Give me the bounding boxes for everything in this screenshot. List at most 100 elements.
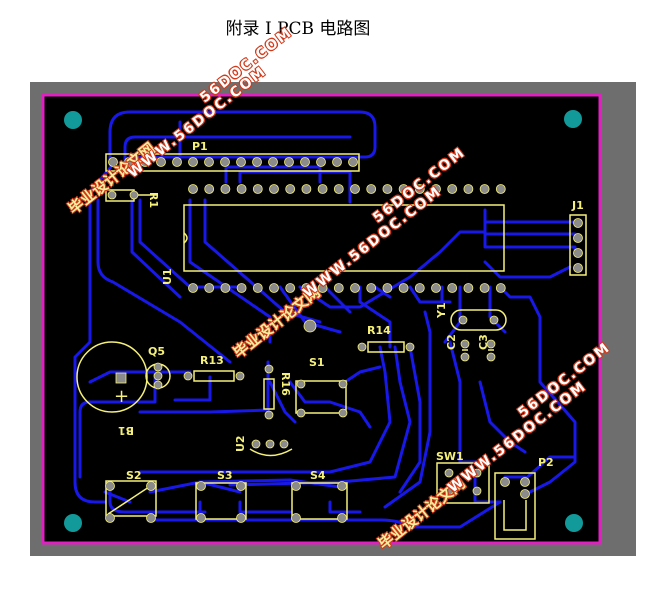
label-s4: S4 [310,469,326,482]
u1-pad [220,283,231,293]
s3-pad [236,481,246,491]
pcb-frame: P1 R1 U1 J1 Q5 R13 R14 R16 S1 Y1 C2 C3 U… [30,24,636,556]
c3-pad [486,339,496,349]
s1-pad [303,319,317,333]
label-r16: R16 [279,372,292,396]
s2-outline [105,480,157,517]
s4-pad [291,513,301,523]
j1-pad [573,218,583,228]
s1-pad [338,379,348,389]
label-r14: R14 [367,324,391,337]
p1-pad [316,157,326,167]
sw1-pad [472,468,482,478]
r16-outline [263,378,275,410]
u1-pad [204,184,215,194]
sw1-pad [444,486,454,496]
p1-pad [236,157,246,167]
label-s2: S2 [126,469,142,482]
q5-pad [153,380,163,390]
u1-pad [188,184,198,194]
u1-pad [204,283,215,293]
q5-pad [153,371,163,381]
p1-pad [268,157,278,167]
label-c2: C2 [445,334,458,350]
u1-pad [447,184,458,194]
component-pads [105,157,583,523]
label-j1: J1 [571,199,584,212]
p2-pad [500,477,510,487]
u1-pad [350,184,360,194]
s3-pad [196,481,206,491]
r1-pad [107,190,117,200]
p2-pad [520,489,530,499]
u1-pad [350,283,360,293]
u1-pad [431,184,441,194]
p1-pad [204,157,214,167]
s1-pad [338,408,348,418]
s3-pad [196,513,206,523]
p1-pad [252,157,262,167]
u1-pad [220,184,231,194]
u1-pad [414,184,425,194]
s4-pad [337,481,347,491]
mount-holes [64,110,583,532]
label-p2: P2 [538,456,554,469]
u1-outline [183,204,505,272]
s2-pad [105,481,115,491]
label-s3: S3 [217,469,233,482]
y1-pad [489,315,499,325]
j1-outline [569,214,587,276]
pcb-board: P1 R1 U1 J1 Q5 R13 R14 R16 S1 Y1 C2 C3 U… [41,93,602,545]
p1-pad [108,157,118,167]
u1-pad [252,283,263,293]
designators: P1 R1 U1 J1 Q5 R13 R14 R16 S1 Y1 C2 C3 U… [114,140,584,482]
u1-pad [463,283,474,293]
label-u2: U2 [234,435,247,452]
u1-pad [252,184,263,194]
u1-pad [236,184,247,194]
r16-pad [264,364,274,374]
s2-pad [146,513,156,523]
label-y1: Y1 [435,302,448,319]
u1-pad [479,283,490,293]
p1-pad [172,157,182,167]
s1-pad [296,408,306,418]
sw1-pad [444,468,454,478]
r13-outline [193,370,235,382]
j1-pad [573,233,583,243]
u1-pad [301,283,312,293]
u1-pad [236,283,247,293]
c3-pad [486,352,496,362]
s4-pad [291,481,301,491]
u1-pad [285,184,296,194]
b1-outline [76,341,148,413]
sw1-pad [472,486,482,496]
u1-pad [382,184,393,194]
u1-pad [269,283,279,293]
label-p1: P1 [192,140,208,153]
u1-pad [414,283,425,293]
label-r1: R1 [147,192,160,208]
p2-pad [520,477,530,487]
u1-pad [285,283,296,293]
p1-pad [348,157,358,167]
p1-pad [332,157,342,167]
u1-pad [317,184,328,194]
p1-pad [220,157,230,167]
u1-pad [463,184,474,194]
silkscreen [76,153,587,540]
s2-pad [105,513,115,523]
u1-pad [188,283,198,293]
s3-outline [195,482,247,520]
u1-pad [479,184,490,194]
b1-pad [115,372,127,384]
u1-pad [301,184,312,194]
u1-pad [333,283,344,293]
r14-outline [367,341,405,353]
p1-pad [188,157,198,167]
r13-pad [183,371,193,381]
y1-outline [450,309,507,331]
r14-pad [405,342,415,352]
u1-pad [398,184,409,194]
c2-pad [460,352,470,362]
